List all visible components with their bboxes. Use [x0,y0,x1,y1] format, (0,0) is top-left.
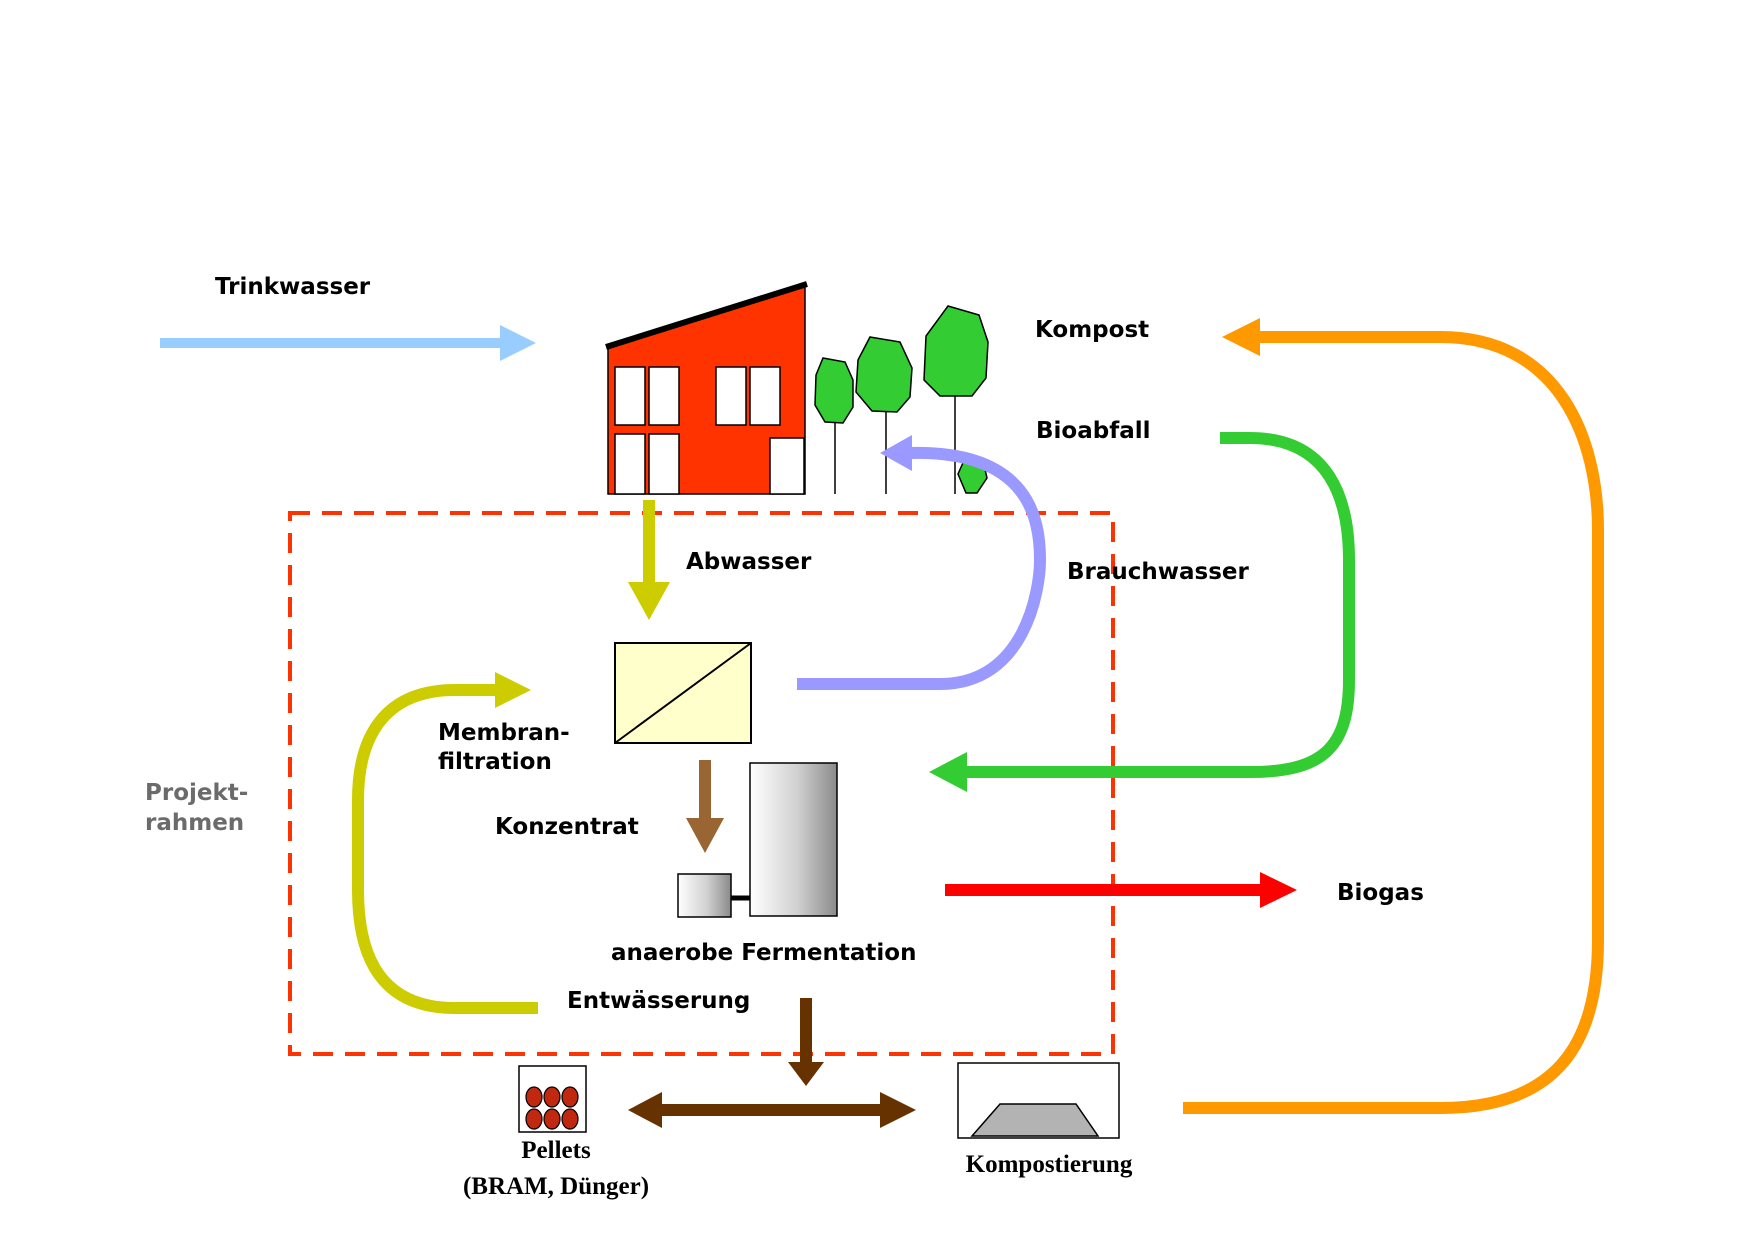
trees-icon [814,305,989,494]
abwasser-arrow [628,500,670,620]
membranfiltration-label-line2: filtration [438,749,552,775]
sludge-down-arrow [788,998,824,1086]
anaerobe-fermentation-label: anaerobe Fermentation [611,940,916,966]
biogas-label: Biogas [1337,880,1424,906]
pellets-label-line2: (BRAM, Dünger) [463,1173,649,1200]
entwaesserung-label: Entwässerung [567,988,750,1014]
biogas-arrow [945,872,1297,908]
konzentrat-arrow [686,760,724,853]
bioabfall-arrow [929,432,1355,792]
pellets-label-line1: Pellets [521,1137,591,1164]
konzentrat-label: Konzentrat [495,814,639,840]
membranfiltration-label-line1: Membran- [438,720,570,746]
bioabfall-label: Bioabfall [1036,418,1151,444]
house-icon [605,281,808,495]
membrane-filter-icon [614,642,752,744]
projektrahmen-label-line2: rahmen [145,810,244,836]
brauchwasser-arrow [797,435,1047,690]
kompost-label: Kompost [1035,317,1149,343]
abwasser-label: Abwasser [686,549,812,575]
projektrahmen-label-line1: Projekt- [145,780,248,806]
compost-heap-icon [957,1062,1120,1139]
entwaesserung-return-arrow [352,672,538,1014]
trinkwasser-label: Trinkwasser [215,274,371,300]
kompost-arrow [1183,318,1604,1114]
pellets-icon [518,1065,587,1133]
brauchwasser-label: Brauchwasser [1067,559,1250,585]
project-frame [288,511,1115,1056]
trinkwasser-arrow [160,325,536,361]
pellets-compost-double-arrow [628,1092,916,1128]
kompostierung-label: Kompostierung [966,1151,1133,1178]
fermenter-tank-icon [677,762,838,918]
